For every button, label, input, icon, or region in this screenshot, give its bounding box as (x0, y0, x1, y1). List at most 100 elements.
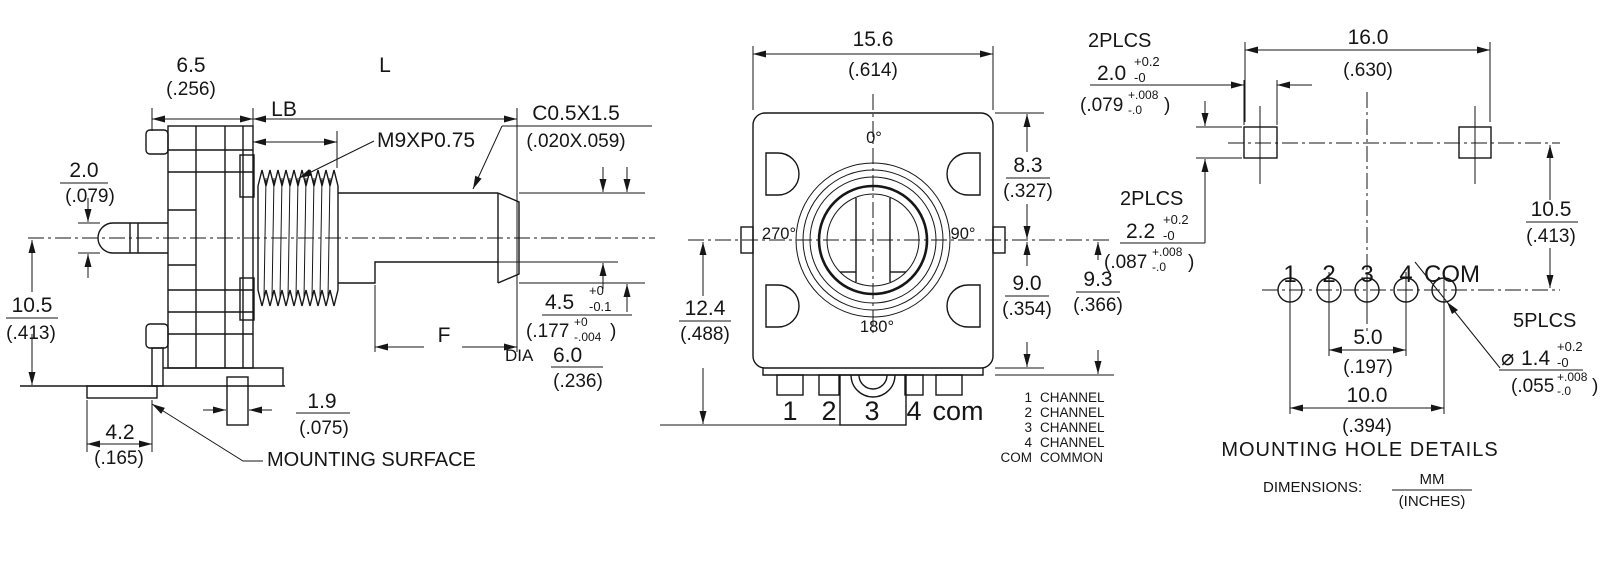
legend-val-com: COMMON (1040, 450, 1103, 465)
legend-val-4: CHANNEL (1040, 435, 1105, 450)
dim-2-0b-inch: (.079 (1080, 95, 1123, 116)
dim-9-3-inch: (.366) (1073, 295, 1123, 316)
dim-10-5-mm: 10.5 (12, 294, 53, 317)
angle-270: 270° (762, 225, 796, 243)
dim-12-4-inch: (.488) (680, 324, 730, 345)
hole-dimensions (1090, 42, 1583, 491)
front-dimensions (660, 46, 1120, 426)
dim-1-4-inch: (.055 (1511, 376, 1554, 397)
dim-5-0-mm: 5.0 (1353, 326, 1382, 349)
dim-1-9-mm: 1.9 (307, 390, 336, 413)
legend-key-3: 3 (1024, 420, 1032, 435)
dim-2-2-mm: 2.2 (1126, 220, 1155, 243)
hole-pin-3: 3 (1360, 261, 1373, 288)
dim-8-3-inch: (.327) (1003, 181, 1053, 202)
dim-2-0b-mm: 2.0 (1097, 62, 1126, 85)
dim-5-0-inch: (.197) (1343, 357, 1393, 378)
dim-9-3-mm: 9.3 (1083, 268, 1112, 291)
angle-0: 0° (866, 129, 882, 147)
channel-legend: 1 CHANNEL 2 CHANNEL 3 CHANNEL 4 CHANNEL … (1001, 390, 1106, 465)
dia-symbol: ⌀ (1501, 345, 1514, 370)
legend-key-1: 1 (1024, 390, 1032, 405)
dim-2-0b-tp: +0.2 (1134, 54, 1160, 69)
units-mm: MM (1420, 471, 1445, 488)
dimensions-label: DIMENSIONS: (1263, 479, 1362, 496)
dim-6-5-inch: (.256) (166, 79, 216, 100)
dim-8-3-mm: 8.3 (1013, 154, 1042, 177)
dim-1-9-inch: (.075) (299, 418, 349, 439)
dim-4-2-mm: 4.2 (105, 421, 134, 444)
dim-1-4-ic: ) (1592, 376, 1598, 397)
side-body-geometry (20, 125, 285, 426)
pin-label-1: 1 (782, 396, 797, 426)
dim-15-6-inch: (.614) (848, 60, 898, 81)
side-shaft-geometry (338, 192, 645, 284)
dim-2-0b-itp: +.008 (1128, 88, 1159, 102)
dim-4-5-inch-tol-plus: +0 (574, 315, 588, 329)
pin-label-2: 2 (821, 396, 836, 426)
dim-4-5-tol-plus: +0 (589, 283, 604, 298)
angle-90: 90° (951, 225, 976, 243)
dim-2-0-inch: (.079) (65, 186, 115, 207)
dim-1-4-tp: +0.2 (1557, 339, 1583, 354)
dim-LB: LB (271, 98, 297, 121)
dim-2-2-tp: +0.2 (1163, 212, 1189, 227)
view-title: MOUNTING HOLE DETAILS (1221, 439, 1498, 461)
chamfer-inch: (.020X.059) (526, 131, 625, 152)
legend-key-com: COM (1001, 450, 1033, 465)
hole-pin-1: 1 (1283, 261, 1296, 288)
chamfer-mm: C0.5X1.5 (532, 102, 620, 125)
plcs2a-label: 2PLCS (1088, 30, 1151, 52)
legend-val-1: CHANNEL (1040, 390, 1105, 405)
dim-2-0b-itb: -.0 (1128, 103, 1142, 117)
plcs2b-label: 2PLCS (1120, 188, 1183, 210)
units-inches: (INCHES) (1399, 493, 1466, 510)
legend-val-3: CHANNEL (1040, 420, 1105, 435)
hole-pin-com: COM (1424, 261, 1480, 288)
hole-geometry (1243, 106, 1492, 414)
dim-9-0-inch: (.354) (1002, 299, 1052, 320)
dim-2-2-itb: -.0 (1152, 260, 1166, 274)
mounting-surface-label: MOUNTING SURFACE (267, 449, 476, 471)
dim-2-0b-ic: ) (1164, 95, 1170, 116)
dim-16-0-mm: 16.0 (1348, 26, 1389, 49)
dim-1-4-mm: 1.4 (1521, 347, 1551, 370)
thread-spec: M9XP0.75 (377, 129, 475, 152)
dim-L: L (379, 54, 391, 77)
dim-4-5-mm: 4.5 (545, 291, 574, 314)
dim-10-0-mm: 10.0 (1347, 384, 1388, 407)
dia-label: DIA (505, 346, 534, 365)
hole-pin-2: 2 (1322, 261, 1335, 288)
pin-label-3: 3 (864, 396, 879, 426)
dim-4-5-tol-minus: -0.1 (589, 299, 611, 314)
dim-9-0-mm: 9.0 (1012, 272, 1041, 295)
dim-2-0b-tb: -0 (1134, 70, 1146, 85)
dim-4-5-inch-tol-minus: -.004 (574, 330, 602, 344)
dim-F: F (438, 324, 451, 347)
dim-2-2-ic: ) (1188, 252, 1194, 273)
legend-val-2: CHANNEL (1040, 405, 1105, 420)
dim-4-5-inch-close: ) (610, 321, 616, 342)
front-view: 15.6 (.614) 12.4 (.488) 8.3 (.327) 9.0 (… (660, 28, 1123, 465)
dim-10-5b-inch: (.413) (1526, 226, 1576, 247)
hole-pin-4: 4 (1399, 261, 1412, 288)
plcs5-label: 5PLCS (1513, 310, 1576, 332)
side-dimensions (6, 108, 652, 462)
pin-label-com: com (932, 396, 983, 426)
front-body-geometry (740, 112, 1006, 426)
side-thread-geometry (257, 169, 339, 307)
dim-1-4-itb: -.0 (1557, 384, 1571, 398)
dim-2-2-itp: +.008 (1152, 245, 1183, 259)
dim-1-4-itp: +.008 (1557, 370, 1588, 384)
dim-4-2-inch: (.165) (94, 448, 144, 469)
legend-key-2: 2 (1024, 405, 1032, 420)
angle-180: 180° (860, 318, 894, 336)
pin-label-4: 4 (906, 396, 921, 426)
dia-inch: (.236) (553, 371, 603, 392)
side-view: 6.5 (.256) L LB M9XP0.75 C0.5X1.5 (.020X… (6, 54, 655, 471)
mounting-hole-view: 2PLCS 2.0 +0.2 -0 (.079 +.008 -.0 ) 16.0… (1080, 26, 1598, 510)
dia-mm: 6.0 (553, 344, 582, 367)
dim-12-4-mm: 12.4 (685, 297, 726, 320)
